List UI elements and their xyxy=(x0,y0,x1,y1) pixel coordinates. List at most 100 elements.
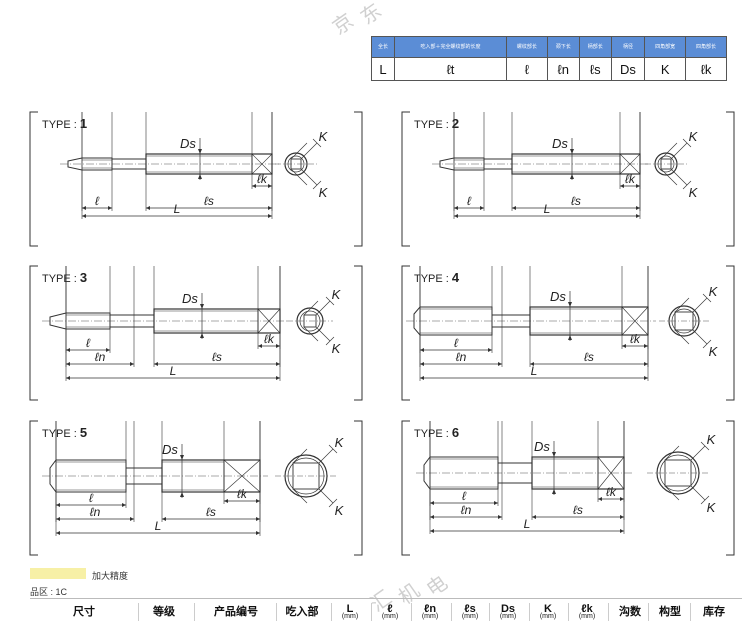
type-label: TYPE : 2 xyxy=(414,116,459,131)
column-separator xyxy=(138,603,139,621)
k-label-top: K xyxy=(709,284,719,299)
panel-right-bracket xyxy=(726,265,735,401)
column-header-label: L xyxy=(346,603,354,615)
square-end-view xyxy=(287,296,335,346)
ls-label: ℓs xyxy=(584,350,594,364)
type-number: 2 xyxy=(451,116,460,131)
ds-indicator xyxy=(180,444,184,498)
ls-label: ℓs xyxy=(204,194,214,208)
table-column-header: 等级 xyxy=(142,603,186,619)
column-header-label: ℓn xyxy=(423,603,437,615)
total-length-label: L xyxy=(155,519,162,533)
column-separator xyxy=(276,603,277,621)
legend-symbol: ℓt xyxy=(394,57,507,81)
table-column-header: ℓn(mm) xyxy=(415,603,445,620)
column-separator xyxy=(529,603,530,621)
ln-label: ℓn xyxy=(95,350,106,364)
table-column-header: 尺寸 xyxy=(42,603,126,619)
column-separator xyxy=(194,603,195,621)
legend-symbol-row: L ℓt ℓ ℓn ℓs Ds K ℓk xyxy=(370,57,727,81)
k-label-bottom: K xyxy=(319,185,329,200)
column-separator xyxy=(568,603,569,621)
ln-label: ℓn xyxy=(90,505,101,519)
type-label-prefix: TYPE : xyxy=(42,428,80,440)
square-end-view xyxy=(275,444,338,508)
ds-label: Ds xyxy=(552,136,568,151)
total-length-label: L xyxy=(170,364,177,378)
l-label: ℓ xyxy=(454,336,459,350)
ds-label: Ds xyxy=(180,136,196,151)
table-column-header: ℓs(mm) xyxy=(455,603,485,620)
lk-dimension xyxy=(223,421,261,504)
type-number: 1 xyxy=(79,116,88,131)
column-separator xyxy=(690,603,691,621)
ls-label: ℓs xyxy=(571,194,581,208)
type-label: TYPE : 1 xyxy=(42,116,87,131)
ds-label: Ds xyxy=(162,442,178,457)
legend-header: 颈下长 xyxy=(546,36,580,58)
type-label: TYPE : 5 xyxy=(42,425,87,440)
lk-dimension xyxy=(619,112,641,189)
total-length-label: L xyxy=(524,517,531,531)
type-number: 4 xyxy=(451,270,460,285)
type-number: 3 xyxy=(79,270,88,285)
column-separator xyxy=(371,603,372,621)
panel-right-bracket xyxy=(354,420,363,556)
total-length-label: L xyxy=(531,364,538,378)
lk-label: ℓk xyxy=(625,172,636,186)
lk-label: ℓk xyxy=(630,332,641,346)
column-header-label: 吃入部 xyxy=(285,606,319,618)
column-header-unit: (mm) xyxy=(578,613,596,620)
column-header-label: 产品编号 xyxy=(214,606,258,618)
column-header-label: ℓs xyxy=(464,603,476,615)
type-label: TYPE : 3 xyxy=(42,270,87,285)
k-label-bottom: K xyxy=(332,341,342,356)
column-separator xyxy=(648,603,649,621)
table-column-header: 库存 xyxy=(694,603,734,619)
column-header-unit: (mm) xyxy=(539,613,557,620)
lk-label: ℓk xyxy=(257,172,268,186)
square-end-view xyxy=(645,138,692,190)
table-column-header: 构型 xyxy=(652,603,688,619)
table-column-header: ℓk(mm) xyxy=(572,603,602,620)
panel-left-bracket xyxy=(29,420,38,556)
tap-profile xyxy=(42,308,288,334)
legend-header: 四角部长 xyxy=(685,36,727,58)
column-header-label: ℓ xyxy=(387,603,393,615)
column-header-unit: (mm) xyxy=(421,613,439,620)
table-column-header: 沟数 xyxy=(612,603,648,619)
table-column-header: K(mm) xyxy=(533,603,563,620)
k-label-bottom: K xyxy=(689,185,699,200)
column-header-unit: (mm) xyxy=(461,613,479,620)
ds-indicator xyxy=(570,138,574,180)
column-separator xyxy=(608,603,609,621)
ln-label: ℓn xyxy=(461,503,472,517)
l-label: ℓ xyxy=(462,489,467,503)
k-label-bottom: K xyxy=(709,344,719,359)
k-label-bottom: K xyxy=(707,500,717,515)
ds-indicator xyxy=(568,291,572,341)
column-header-label: 等级 xyxy=(153,606,175,618)
lk-dimension xyxy=(251,112,273,189)
column-separator xyxy=(331,603,332,621)
type-label-prefix: TYPE : xyxy=(414,119,452,131)
table-column-header: 产品编号 xyxy=(198,603,274,619)
ds-label: Ds xyxy=(550,289,566,304)
k-label-top: K xyxy=(319,129,329,144)
precision-note-text: 加大精度 xyxy=(92,571,129,581)
legend-symbol: ℓn xyxy=(546,57,580,81)
lk-dimension xyxy=(257,266,281,349)
type-number: 6 xyxy=(451,425,460,440)
panel-left-bracket xyxy=(401,265,410,401)
panel-left-bracket xyxy=(29,111,38,247)
legend-header: 全长 xyxy=(370,36,396,58)
watermark-char-2: 东 xyxy=(355,0,386,30)
symbol-legend-table: 全长 吃入部＋完全螺纹部的长度 螺纹部长 颈下长 柄部长 柄径 四角部宽 四角部… xyxy=(370,36,727,81)
